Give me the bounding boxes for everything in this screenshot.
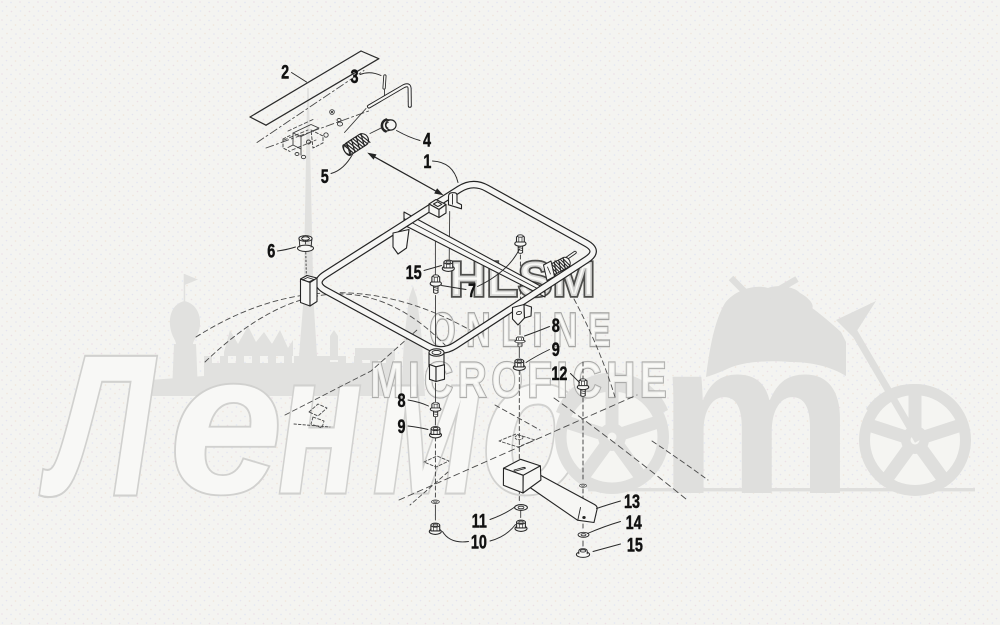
svg-text:5: 5 — [321, 165, 329, 188]
svg-text:15: 15 — [406, 261, 422, 284]
svg-text:12: 12 — [551, 362, 567, 385]
svg-text:е: е — [170, 311, 283, 536]
svg-text:6: 6 — [267, 239, 275, 262]
svg-text:1: 1 — [423, 150, 431, 173]
svg-text:14: 14 — [626, 511, 642, 534]
svg-text:7: 7 — [468, 279, 476, 302]
svg-text:11: 11 — [472, 509, 488, 532]
svg-text:3: 3 — [350, 65, 358, 88]
svg-text:9: 9 — [552, 338, 560, 361]
svg-text:9: 9 — [397, 415, 405, 438]
svg-text:2: 2 — [281, 61, 289, 84]
svg-text:15: 15 — [627, 533, 643, 556]
svg-text:8: 8 — [552, 314, 560, 337]
svg-text:4: 4 — [423, 128, 431, 151]
svg-text:8: 8 — [397, 389, 405, 412]
svg-text:Л: Л — [40, 313, 157, 537]
svg-text:13: 13 — [624, 490, 640, 513]
svg-text:MICROFICHE: MICROFICHE — [370, 352, 671, 408]
svg-text:н: н — [278, 311, 362, 535]
svg-text:10: 10 — [471, 530, 487, 553]
